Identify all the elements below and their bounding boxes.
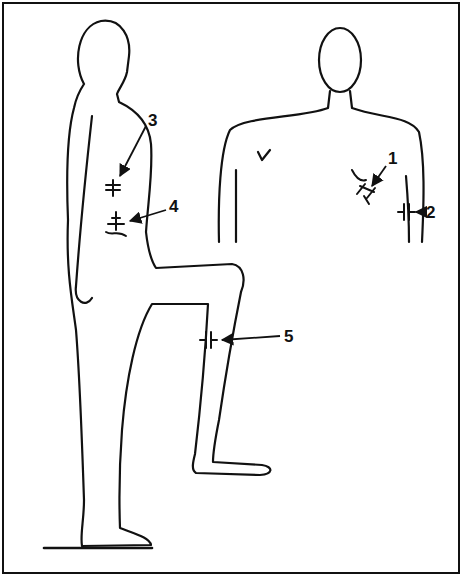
- frame: [3, 3, 459, 573]
- callout-number: 2: [426, 204, 435, 221]
- callout-number: 4: [169, 198, 178, 215]
- callout-number: 5: [284, 328, 293, 345]
- side-figure: [44, 21, 270, 548]
- leader-arrows: [120, 126, 422, 340]
- symbol-2: [398, 204, 415, 220]
- symbol-3: [106, 180, 120, 196]
- ground-line: [44, 547, 152, 550]
- callout-number: 3: [148, 112, 157, 129]
- back-view-figure: [219, 28, 424, 242]
- symbol-1: [352, 170, 375, 204]
- marker-symbols: [106, 170, 415, 348]
- symbol-5: [200, 332, 217, 348]
- callout-number: 1: [388, 150, 397, 167]
- symbol-4: [106, 212, 126, 236]
